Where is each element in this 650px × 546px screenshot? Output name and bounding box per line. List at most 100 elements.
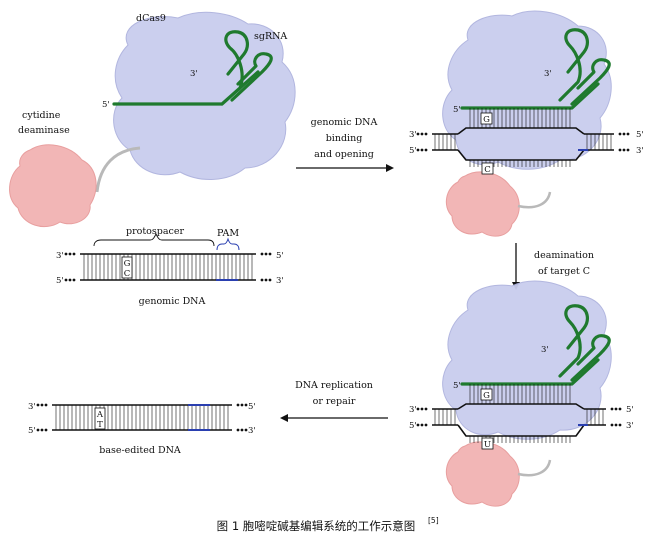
deaminated-complex	[442, 280, 612, 507]
base-editor-complex	[9, 11, 296, 227]
sgrna-strand	[112, 30, 260, 106]
strand-end-dot	[618, 132, 622, 136]
base-t-be: T	[97, 420, 103, 430]
strand-end-dot	[420, 407, 424, 411]
label-5prime-be-right: 5'	[248, 402, 256, 412]
figure-caption-ref: [5]	[428, 516, 439, 525]
label-3prime-p2-left: 3'	[409, 130, 417, 140]
label-5prime-p1: 5'	[102, 100, 110, 110]
strand-end-dot	[268, 252, 272, 256]
label-5prime-p4: 5'	[453, 381, 461, 391]
label-3prime-be-left: 3'	[28, 402, 36, 412]
strand-bubble-bottom	[457, 424, 585, 437]
strand-end-dot	[44, 428, 48, 432]
strand-end-dot	[40, 428, 44, 432]
label-5prime-p2: 5'	[453, 105, 461, 115]
label-5prime-p4-left: 5'	[409, 421, 417, 431]
step-binding-line2: binding	[326, 133, 363, 144]
base-c-p2-box: C	[481, 162, 494, 175]
strand-end-dot	[424, 132, 428, 136]
strand-end-dot	[40, 403, 44, 407]
step-repl-line2: or repair	[313, 396, 356, 407]
dna-deaminated-open	[416, 384, 622, 443]
step-deam-line2: of target C	[538, 266, 590, 277]
base-g-p2-box: G	[480, 112, 493, 125]
strand-end-dot	[420, 148, 424, 152]
label-sgrna: sgRNA	[254, 31, 287, 42]
strand-end-dot	[610, 423, 614, 427]
step-deam-line1: deamination	[534, 250, 594, 261]
cytidine-deaminase	[9, 144, 97, 227]
base-g-p4-box: G	[480, 388, 493, 401]
strand-end-dot	[618, 423, 622, 427]
sgrna-strand-bound	[460, 28, 600, 110]
strand-end-dot	[614, 423, 618, 427]
label-3prime-p2: 3'	[544, 69, 552, 79]
base-u-p4-box: U	[481, 437, 494, 450]
strand-end-dot	[268, 278, 272, 282]
label-3prime-gd-right: 3'	[276, 276, 284, 286]
label-cytidine: cytidine	[22, 110, 61, 121]
label-genomic-dna: genomic DNA	[139, 296, 206, 307]
strand-end-dot	[68, 278, 72, 282]
base-g-p2: G	[483, 115, 490, 125]
strand-end-dot	[264, 278, 268, 282]
label-5prime-be-left: 5'	[28, 426, 36, 436]
dna-bound-open	[416, 108, 630, 167]
strand-end-dot	[64, 252, 68, 256]
strand-end-dot	[264, 252, 268, 256]
strand-end-dot	[72, 278, 76, 282]
strand-end-dot	[626, 148, 630, 152]
label-5prime-gd-left: 5'	[56, 276, 64, 286]
strand-end-dot	[244, 428, 248, 432]
linker-bound	[517, 191, 552, 209]
strand-end-dot	[626, 132, 630, 136]
strand-end-dot	[610, 407, 614, 411]
arrowhead-replication	[280, 414, 288, 422]
label-5prime-p2-right: 5'	[636, 130, 644, 140]
arrowhead-binding	[386, 164, 394, 172]
base-gc-gd-box: G C	[121, 256, 133, 279]
dcas9-protein-bound	[442, 10, 612, 170]
step-repl-line1: DNA replication	[295, 380, 373, 391]
base-c-gd: C	[124, 269, 131, 279]
label-3prime-p2-right: 3'	[636, 146, 644, 156]
bound-complex	[442, 10, 612, 237]
strand-bubble-top	[457, 127, 585, 135]
label-pam: PAM	[217, 228, 239, 239]
label-3prime-p4-left: 3'	[409, 405, 417, 415]
dcas9-protein	[113, 11, 296, 180]
figure-caption: 图 1 胞嘧啶碱基编辑系统的工作示意图	[217, 519, 416, 533]
base-g-p4: G	[483, 391, 490, 401]
label-3prime-p1: 3'	[190, 69, 198, 79]
base-a-be: A	[96, 410, 104, 420]
sgrna-hairpin-deam	[570, 334, 611, 382]
sgrna-strand-deam	[460, 304, 600, 386]
linker-deam	[517, 459, 552, 477]
base-c-p2: C	[484, 165, 491, 175]
label-3prime-gd-left: 3'	[56, 251, 64, 261]
strand-end-dot	[260, 252, 264, 256]
step-binding-line3: and opening	[314, 149, 374, 160]
strand-end-dot	[416, 148, 420, 152]
strand-end-dot	[72, 252, 76, 256]
strand-end-dot	[68, 252, 72, 256]
label-base-edited-dna: base-edited DNA	[99, 445, 181, 456]
strand-end-dot	[618, 407, 622, 411]
strand-end-dot	[618, 148, 622, 152]
strand-end-dot	[416, 132, 420, 136]
step-binding: genomic DNA binding and opening	[296, 117, 394, 172]
label-deaminase: deaminase	[18, 125, 70, 136]
strand-end-dot	[260, 278, 264, 282]
base-u-p4: U	[484, 440, 491, 450]
sgrna-hairpin-bound	[570, 58, 611, 106]
base-g-gd: G	[124, 259, 131, 269]
label-5prime-p4-right: 5'	[626, 405, 634, 415]
genomic-dna-duplex	[64, 252, 272, 282]
strand-end-dot	[44, 403, 48, 407]
strand-end-dot	[244, 403, 248, 407]
strand-end-dot	[240, 403, 244, 407]
dcas9-protein-deam	[442, 280, 612, 440]
strand-bubble-top	[457, 403, 585, 410]
label-dcas9: dCas9	[136, 13, 166, 24]
